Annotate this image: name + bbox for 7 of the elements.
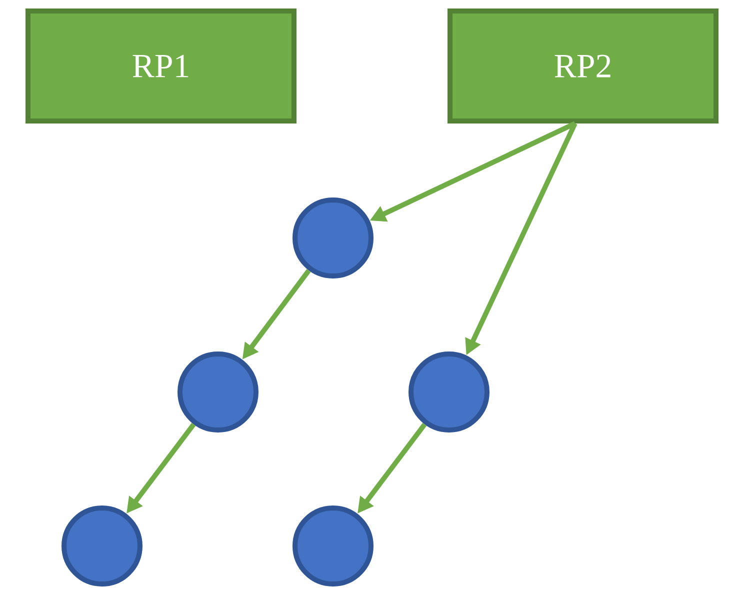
circle-node — [292, 506, 374, 586]
circle-node — [408, 352, 490, 432]
circle-node — [62, 506, 142, 586]
circle-node — [292, 198, 374, 278]
process-box: RP2 — [448, 8, 718, 124]
process-box: RP1 — [26, 8, 296, 124]
circle-node — [178, 352, 258, 432]
